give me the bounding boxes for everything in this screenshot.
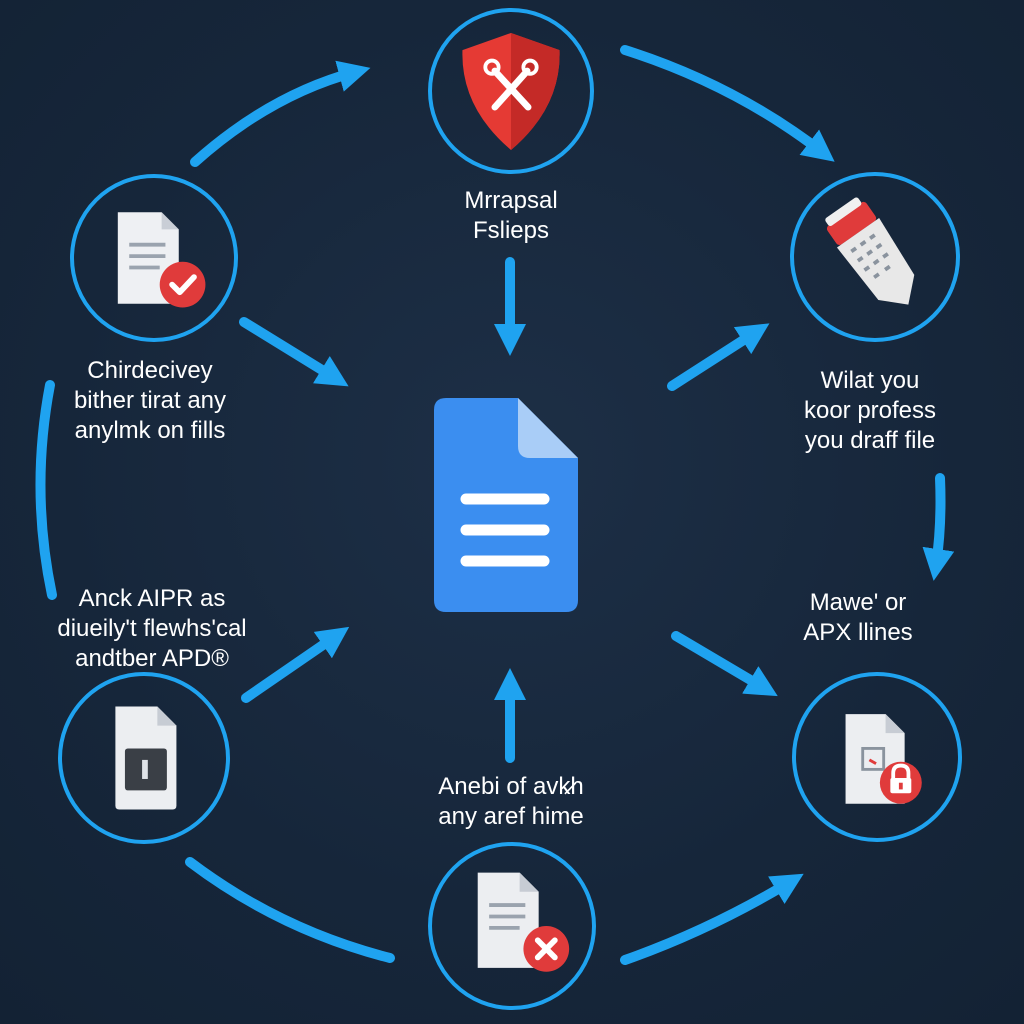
- label-right-upper-line-2: koor profess: [803, 397, 937, 424]
- node-right-lower: [792, 672, 962, 842]
- label-left-lower: Anck AIPR as diueily't flewhs'cal andtbe…: [30, 584, 274, 674]
- label-bottom-line-1: Anebi of avk̷h: [438, 773, 584, 800]
- arrow-top-to-right: [620, 45, 835, 162]
- label-left-upper-line-3: anylmk on fills: [74, 417, 226, 444]
- label-right-lower-line-2: APX llines: [803, 619, 913, 646]
- center-document: [432, 396, 580, 614]
- arrow-center-to-rightlower: [671, 631, 778, 697]
- label-top: Mrrapsal Fslieps: [406, 186, 616, 246]
- arrow-leftlower-to-center: [241, 626, 350, 703]
- label-top-line-1: Mrrapsal: [464, 187, 558, 214]
- label-right-upper-line-3: you draff file: [804, 427, 936, 454]
- label-right-lower-line-1: Mawe' or: [809, 589, 907, 616]
- node-right-upper: [790, 172, 960, 342]
- arrow-right-down: [922, 473, 955, 581]
- arrow-bottom-to-rightlower: [620, 873, 804, 965]
- label-left-lower-line-1: Anck AIPR as: [78, 585, 226, 612]
- node-left-upper: [70, 174, 238, 342]
- node-bottom: [428, 842, 596, 1010]
- label-left-upper: Chirdecivey bither tirat any anylmk on f…: [40, 356, 260, 446]
- node-left-lower: [58, 672, 230, 844]
- arrow-left-to-top: [190, 60, 371, 167]
- shield-tools-icon: [462, 32, 560, 151]
- connector-bottom-left: [185, 857, 395, 963]
- document-x-icon: [477, 872, 570, 972]
- arrow-leftupper-to-center: [239, 317, 349, 387]
- label-left-lower-line-3: andtber APD®: [75, 645, 229, 672]
- label-top-line-2: Fslieps: [472, 217, 550, 244]
- document-padlock-icon: [845, 714, 922, 804]
- label-left-upper-line-2: bither tirat any: [73, 387, 227, 414]
- label-right-upper: Wilat you koor profess you draff file: [760, 366, 980, 456]
- label-bottom-line-2: any aref hime: [438, 803, 584, 830]
- node-top: [428, 8, 594, 174]
- document-icon: [434, 398, 578, 612]
- label-bottom: Anebi of avk̷h any aref hime: [396, 772, 626, 832]
- label-right-upper-line-1: Wilat you: [820, 367, 920, 394]
- usb-drive-icon: [825, 197, 915, 305]
- document-lock-badge-icon: [115, 706, 177, 810]
- document-check-icon: [117, 212, 206, 308]
- label-left-upper-line-1: Chirdecivey: [87, 357, 213, 384]
- connector-left-arc: [35, 380, 57, 600]
- arrow-center-to-rightupper: [667, 323, 770, 391]
- label-right-lower: Mawe' or APX llines: [758, 588, 958, 648]
- label-left-lower-line-2: diueily't flewhs'cal: [57, 615, 247, 642]
